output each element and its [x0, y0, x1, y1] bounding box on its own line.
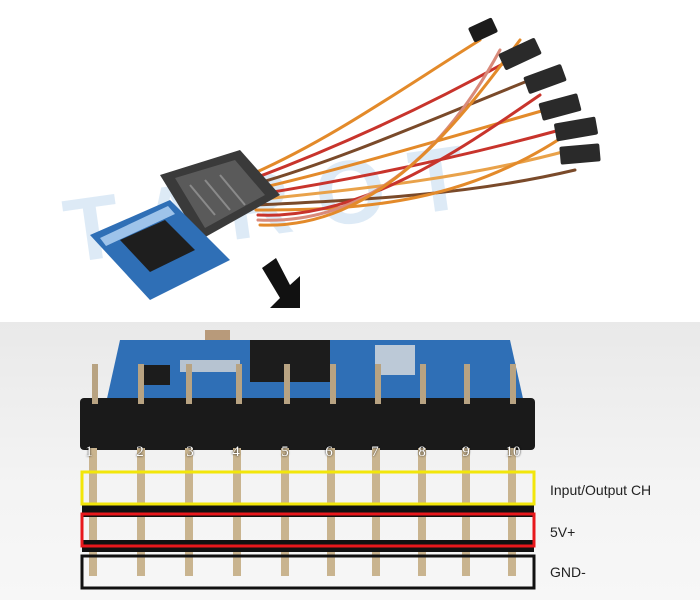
- power-row-label: 5V+: [550, 524, 576, 540]
- pin-number-4: 4: [232, 444, 240, 460]
- connector-housing: [160, 150, 280, 240]
- signal-row-label: Input/Output CH: [550, 482, 652, 498]
- ground-row-highlight: [80, 554, 536, 590]
- pin-number-7: 7: [371, 444, 379, 460]
- pin-number-2: 2: [136, 444, 144, 460]
- pin-number-10: 10: [505, 444, 521, 460]
- down-arrow-icon: [262, 258, 300, 308]
- pin-number-6: 6: [325, 444, 333, 460]
- pin-number-9: 9: [462, 444, 470, 460]
- pin-number-8: 8: [418, 444, 426, 460]
- power-row-highlight: [80, 512, 536, 548]
- ground-row-label: GND-: [550, 564, 586, 580]
- signal-row-highlight: [80, 470, 536, 506]
- pcb-small: [90, 200, 230, 300]
- pin-number-5: 5: [281, 444, 289, 460]
- pin-number-1: 1: [85, 444, 93, 460]
- servo-plugs: [468, 17, 601, 165]
- wire-bundle: [248, 38, 582, 227]
- pin-number-3: 3: [186, 444, 194, 460]
